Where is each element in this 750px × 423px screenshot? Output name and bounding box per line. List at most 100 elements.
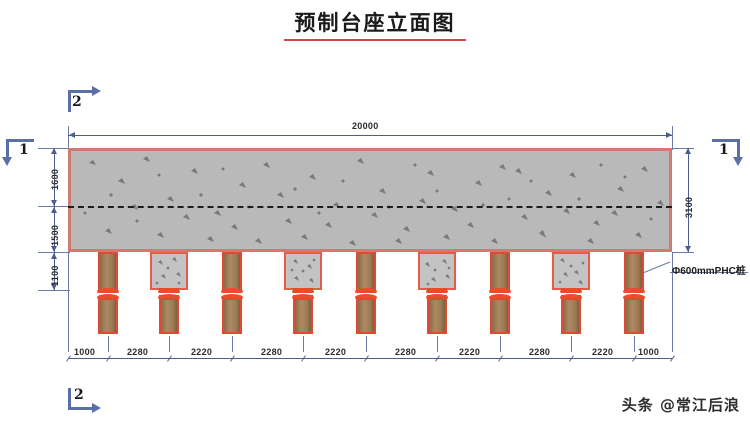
dimension-label: 2280 <box>529 347 551 357</box>
dimension-line <box>68 358 672 359</box>
section-arrow-icon <box>92 86 101 96</box>
section-arrow-icon <box>92 403 101 413</box>
arrow-icon <box>51 246 57 252</box>
section-mark-leg <box>6 139 9 159</box>
concrete-texture <box>425 259 451 286</box>
pile-joint <box>292 294 314 301</box>
section-mark-leg <box>68 407 94 410</box>
section-mark-label: 1 <box>719 142 729 158</box>
extension-line <box>68 252 69 352</box>
section-arrow-icon <box>733 157 743 166</box>
callout-shelf <box>670 272 748 273</box>
dimension-tick <box>670 355 675 362</box>
page-title: 预制台座立面图 <box>294 10 456 35</box>
extension-line <box>232 336 233 352</box>
extension-line <box>634 336 635 352</box>
pile-upper-segment <box>490 252 510 292</box>
arrow-icon <box>51 200 57 206</box>
dimension-label: 2220 <box>325 347 347 357</box>
pile-joint <box>221 288 243 295</box>
pile-joint <box>221 294 243 301</box>
dimension-label: 1000 <box>74 347 96 357</box>
pile-joint <box>623 294 645 301</box>
arrow-icon <box>666 132 672 138</box>
section-mark-leg <box>737 139 740 159</box>
extension-line <box>672 252 673 352</box>
dimension-label: 2280 <box>395 347 417 357</box>
dimension-line <box>68 135 672 136</box>
section-mark-leg <box>712 139 740 142</box>
section-arrow-icon <box>2 157 12 166</box>
watermark: 头条 @常江后浪 <box>621 396 740 414</box>
arrow-icon <box>685 148 691 154</box>
pile-joint <box>158 288 180 295</box>
pile-upper-segment <box>98 252 118 292</box>
pile-lower-segment <box>98 298 118 334</box>
pile-joint <box>355 294 377 301</box>
pile-lower-segment <box>490 298 510 334</box>
arrow-icon <box>69 132 75 138</box>
dimension-label: 1100 <box>50 265 60 286</box>
section-mark-label: 2 <box>74 387 84 403</box>
pile-joint <box>97 294 119 301</box>
dimension-label: 20000 <box>352 121 379 131</box>
extension-line <box>672 148 694 149</box>
dimension-label: 1500 <box>50 224 60 246</box>
precast-bed-slab <box>68 148 672 252</box>
arrow-icon <box>685 246 691 252</box>
title-block: 预制台座立面图 <box>0 10 750 41</box>
pile-lower-segment <box>624 298 644 334</box>
extension-line <box>169 336 170 352</box>
extension-line <box>500 336 501 352</box>
pile-joint <box>560 288 582 295</box>
pile-spec-label: Φ600mmPHC桩 <box>672 266 746 277</box>
concrete-texture <box>290 258 316 283</box>
pile-cap <box>552 252 590 290</box>
extension-line <box>672 252 694 253</box>
dimension-label: 2280 <box>127 347 149 357</box>
concrete-texture <box>83 156 664 246</box>
dimension-label: 1600 <box>50 168 60 190</box>
pile-joint <box>292 288 314 295</box>
concrete-texture <box>558 258 585 285</box>
dimension-label: 2280 <box>261 347 283 357</box>
section-mark-label: 2 <box>72 94 82 110</box>
arrow-icon <box>51 148 57 154</box>
pile-joint <box>355 288 377 295</box>
pile-lower-segment <box>561 298 581 334</box>
dimension-label: 2220 <box>592 347 614 357</box>
pile-joint <box>489 294 511 301</box>
callout-leader <box>643 261 671 273</box>
pile-lower-segment <box>427 298 447 334</box>
arrow-icon <box>51 253 57 259</box>
pile-cap <box>418 252 456 290</box>
pile-lower-segment <box>159 298 179 334</box>
pile-cap <box>150 252 188 290</box>
extension-line <box>366 336 367 352</box>
section-mark-leg <box>68 90 94 93</box>
pile-joint <box>426 288 448 295</box>
extension-line <box>38 290 70 291</box>
slab-centerline <box>68 206 672 208</box>
dimension-line <box>688 148 689 252</box>
dimension-label: 1000 <box>638 347 660 357</box>
pile-joint <box>426 294 448 301</box>
concrete-texture <box>155 257 181 285</box>
section-mark-leg <box>68 388 71 410</box>
pile-lower-segment <box>222 298 242 334</box>
extension-line <box>571 336 572 352</box>
dimension-label: 2220 <box>191 347 213 357</box>
pile-upper-segment <box>356 252 376 292</box>
pile-joint <box>158 294 180 301</box>
section-mark-leg <box>6 139 34 142</box>
pile-cap <box>284 252 322 290</box>
dimension-label: 3100 <box>684 196 694 218</box>
section-mark-leg <box>68 90 71 112</box>
section-mark-label: 1 <box>19 142 29 158</box>
pile-lower-segment <box>356 298 376 334</box>
pile-upper-segment <box>624 252 644 292</box>
pile-joint <box>97 288 119 295</box>
arrow-icon <box>51 207 57 213</box>
extension-line <box>672 126 673 150</box>
